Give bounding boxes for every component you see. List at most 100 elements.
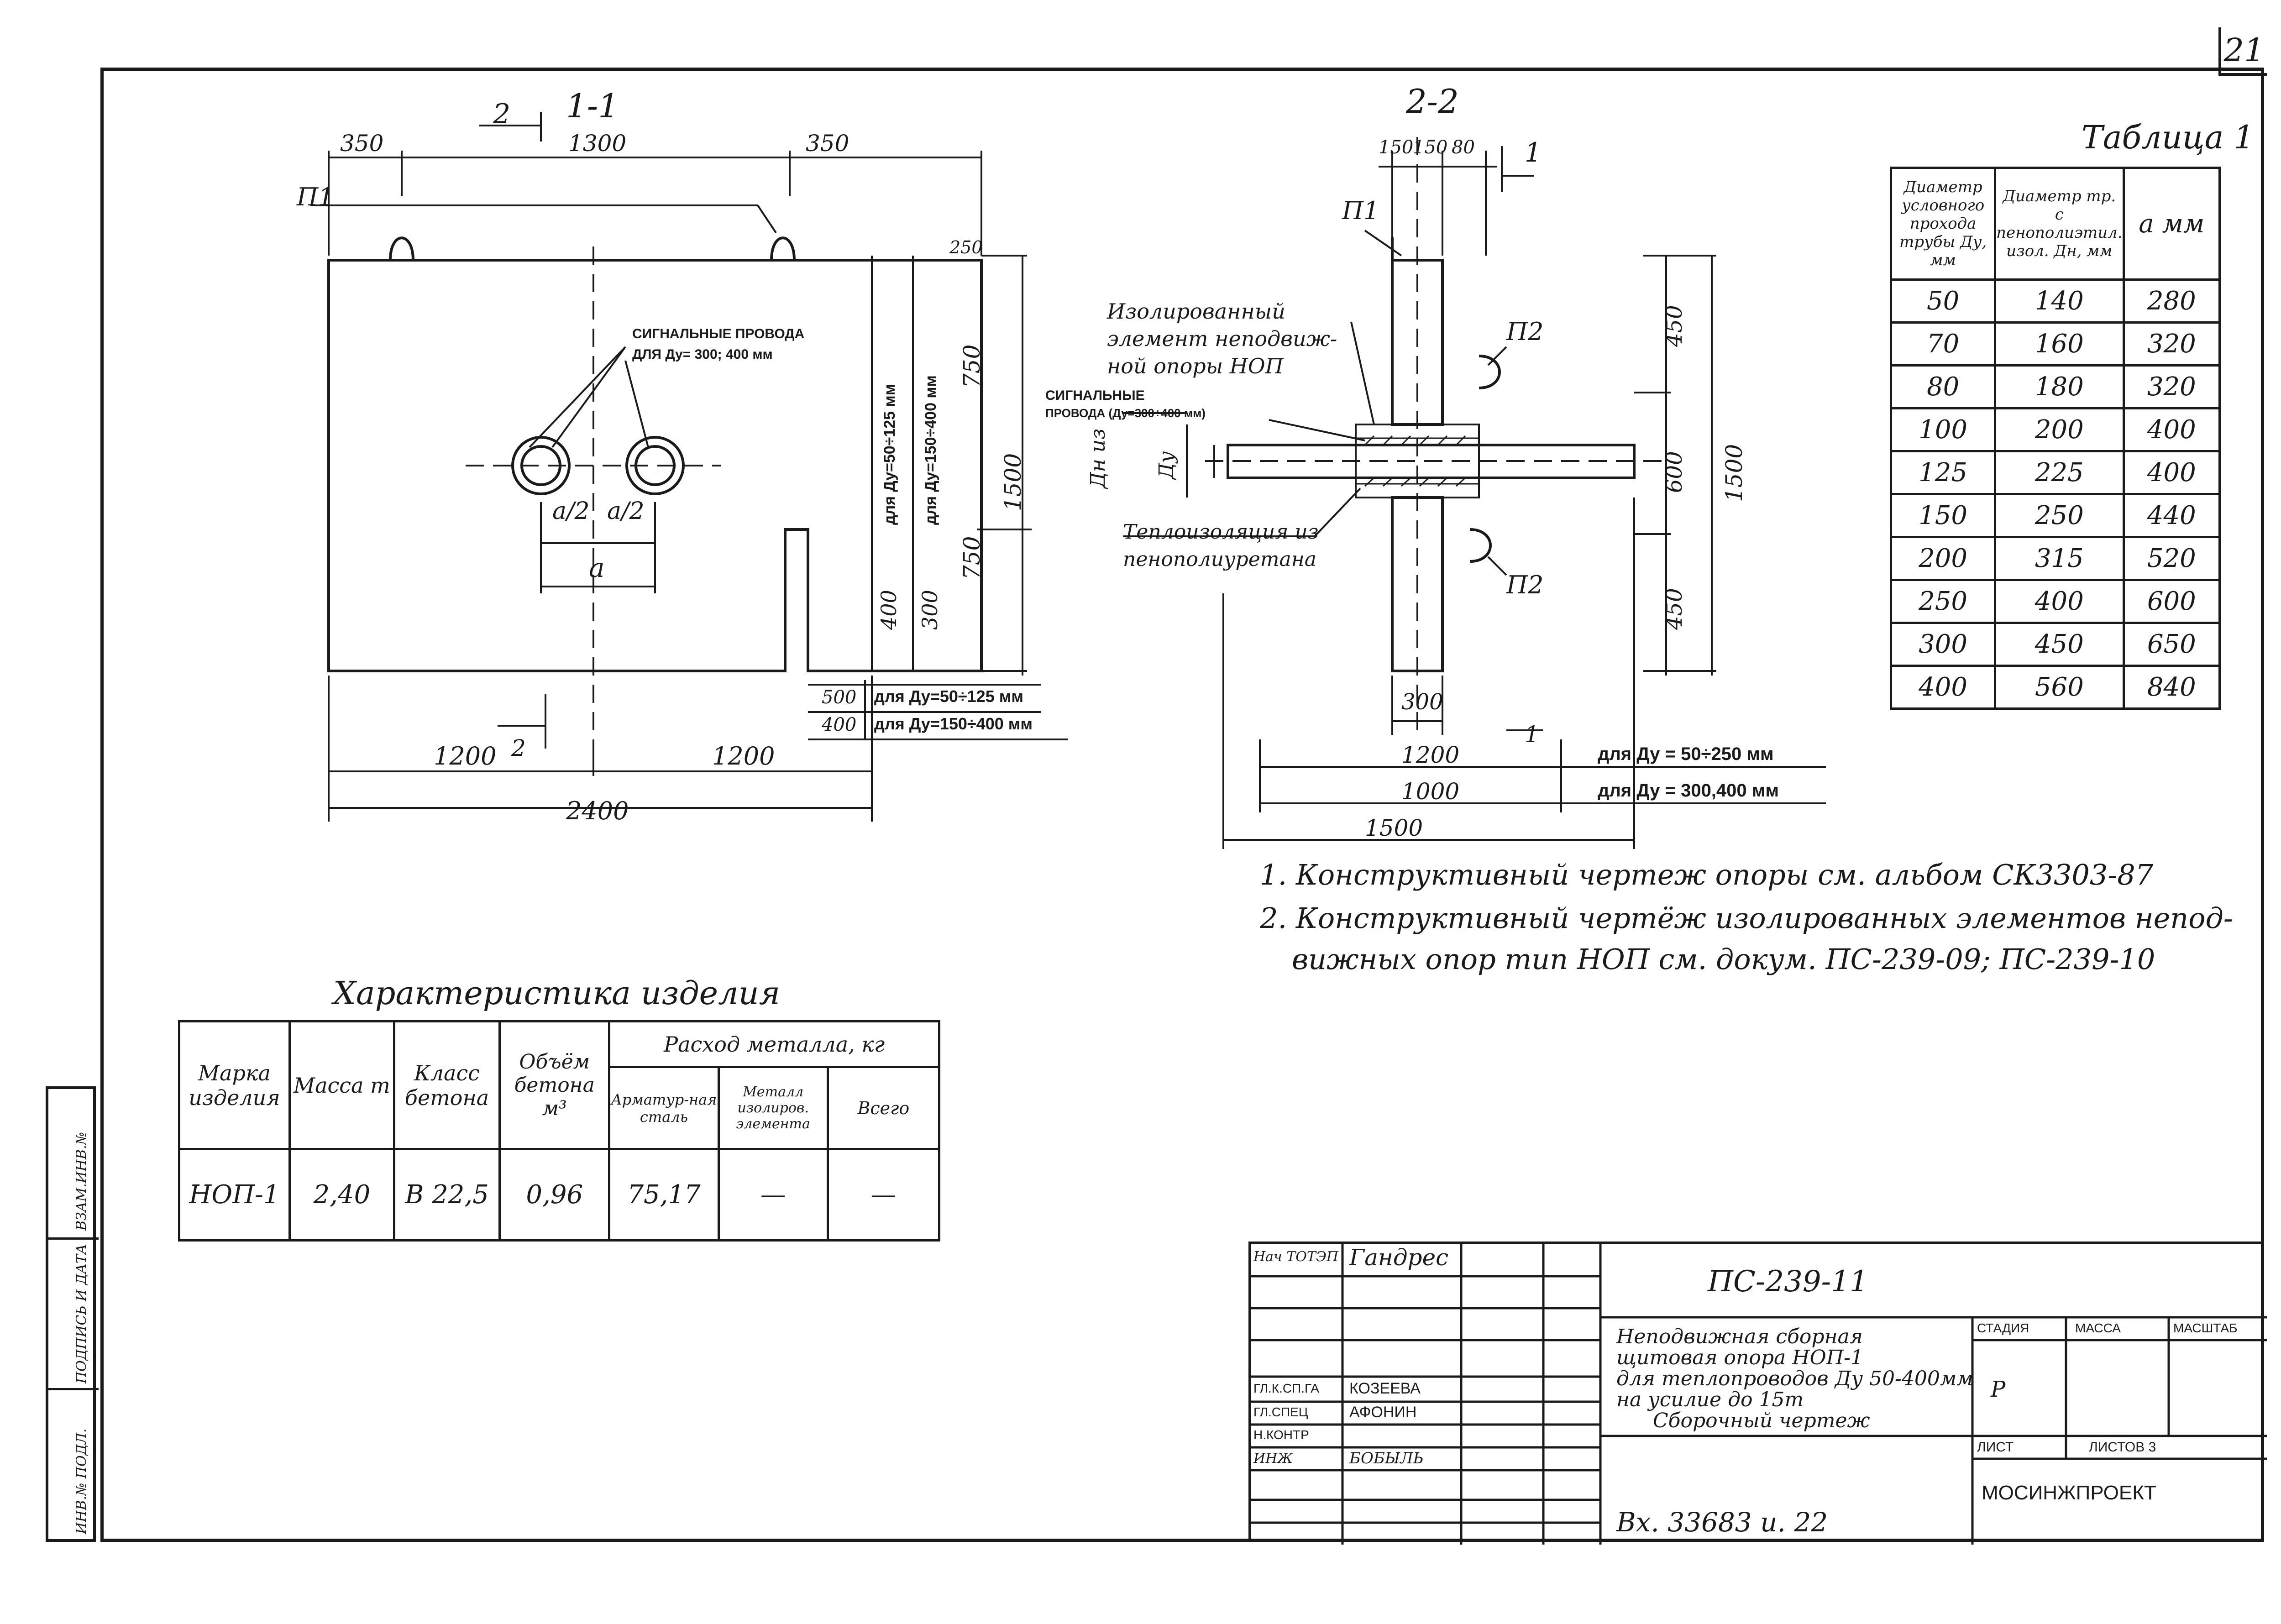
role-5: ИНЖ <box>1253 1451 1293 1467</box>
organization: МОСИНЖПРОЕКТ <box>1982 1482 2156 1504</box>
dim-a-half-left: a/2 <box>552 498 590 525</box>
name-3: АФОНИН <box>1349 1404 1417 1421</box>
sheets-header: ЛИСТОВ 3 <box>2089 1440 2156 1455</box>
role-4: Н.КОНТР <box>1253 1428 1309 1442</box>
v750-bottom: 750 <box>959 536 985 580</box>
insulated-label-3: ной опоры НОП <box>1107 354 1284 378</box>
doc-title-line-1: Неподвижная сборная <box>1616 1325 1863 1348</box>
name-1: Гандрес <box>1349 1244 1449 1271</box>
sheet-number: 21 <box>2218 27 2267 76</box>
insulated-label-2: элемент неподвиж- <box>1107 326 1337 351</box>
doc-title-line-2: щитовая опора НОП-1 <box>1616 1346 1863 1369</box>
table1: Диаметр условного прохода трубы Ду, мм Д… <box>1889 167 2221 710</box>
dim-1500-2-2: 1500 <box>1365 815 1423 841</box>
side-cell-2: ПОДПИСЬ И ДАТА <box>48 1240 99 1390</box>
loop-p2-bottom <box>1469 528 1492 563</box>
foam-label-2: пенополиуретана <box>1123 548 1316 571</box>
insulated-label-1: Изолированный <box>1107 299 1285 324</box>
note-3: вижных опор тип НОП см. докум. ПС-239-09… <box>1292 943 2155 976</box>
loop-p2-top-label: П2 <box>1506 317 1544 346</box>
char-header-mark: Марка изделия <box>178 1020 291 1150</box>
char-header-volume: Объём бетона м³ <box>498 1020 611 1150</box>
lifting-loop-right <box>770 236 796 261</box>
dim-a: a <box>589 552 605 583</box>
drawing-frame <box>100 68 2264 1542</box>
insulation-hatch <box>1364 435 1466 487</box>
dim-1200-2-2: 1200 <box>1401 742 1460 768</box>
note-2: 2. Конструктивный чертёж изолированных э… <box>1260 901 2233 935</box>
name-5: БОБЫЛЬ <box>1349 1449 1424 1467</box>
doc-title-line-4: на усилие до 15т <box>1616 1388 1804 1411</box>
wires-label-2: ДЛЯ Ду= 300; 400 мм <box>632 347 773 362</box>
dim-1000: 1000 <box>1401 778 1460 805</box>
section-2-2-title: 2-2 <box>1406 82 1459 120</box>
side-cell-3: ВЗАМ.ИНВ.№ <box>48 1089 99 1240</box>
vert-dim-2: для Ду=150÷400 мм <box>922 375 939 525</box>
char-header-total: Всего <box>826 1066 941 1150</box>
bottom-cut-mark-2-2: 1 <box>1525 721 1539 748</box>
mass-header: МАССА <box>2075 1321 2121 1335</box>
section-1-1-cut-mark: 2 <box>493 98 511 130</box>
dim-150-a: 150 <box>1379 137 1414 158</box>
dy-label: Ду <box>1155 451 1178 479</box>
vert-dim-1: для Ду=50÷125 мм <box>881 384 898 525</box>
row-500-text: для Ду=50÷125 мм <box>874 687 1023 706</box>
wires-2-2-label-1: СИГНАЛЬНЫЕ <box>1045 388 1145 403</box>
char-header-metal: Расход металла, кг <box>608 1020 940 1068</box>
title-block: Нач ТОТЭП Гандрес ГЛ.К.СП.ГА КОЗЕЕВА ГЛ.… <box>1248 1242 2267 1545</box>
dim-a-half-right: a/2 <box>607 498 645 525</box>
pipe-left-inner <box>520 445 561 486</box>
section-1-1-title: 1-1 <box>566 87 619 125</box>
doc-code: ПС-239-11 <box>1708 1265 1868 1299</box>
v750-top: 750 <box>959 344 985 388</box>
dim-250: 250 <box>949 237 983 257</box>
v450-top: 450 <box>1662 305 1687 347</box>
role-3: ГЛ.СПЕЦ <box>1253 1405 1308 1419</box>
char-header-mass: Масса т <box>288 1020 395 1150</box>
row-400-text: для Ду=150÷400 мм <box>874 714 1033 733</box>
table1-title: Таблица 1 <box>2082 119 2255 156</box>
dim-150-b: 150 <box>1413 137 1448 158</box>
row-400: 400 <box>822 714 857 735</box>
table-row: НОП-1 2,40 В 22,5 0,96 75,17 — — <box>178 1148 941 1242</box>
sheet-header: ЛИСТ <box>1977 1440 2014 1455</box>
loop-p2-bottom-label: П2 <box>1506 571 1544 599</box>
dim-80: 80 <box>1452 137 1475 158</box>
v1500: 1500 <box>1000 453 1026 511</box>
row-500: 500 <box>822 687 857 708</box>
v600: 600 <box>1662 451 1687 493</box>
loop-label-p1: П1 <box>297 183 334 211</box>
doc-title-line-3: для теплопроводов Ду 50-400мм <box>1616 1367 1973 1390</box>
bottom-dim-1200-right: 1200 <box>712 742 775 770</box>
bottom-cut-mark: 2 <box>511 735 526 761</box>
pipe-right-inner <box>634 445 676 486</box>
dim-300: 300 <box>1401 689 1443 715</box>
pipe-left-outer <box>511 436 571 495</box>
v300: 300 <box>918 590 942 630</box>
doc-title: Неподвижная сборная щитовая опора НОП-1 … <box>1616 1326 1973 1431</box>
loop-p2-top <box>1479 355 1501 389</box>
table1-header-a: а мм <box>2122 167 2221 281</box>
characteristics-title: Характеристика изделия <box>333 974 781 1012</box>
dim-1200-text: для Ду = 50÷250 мм <box>1598 744 1774 764</box>
title-block-grid <box>1251 1244 2267 1545</box>
name-2: КОЗЕЕВА <box>1349 1380 1421 1397</box>
section-2-2-cut-mark: 1 <box>1525 137 1542 168</box>
wires-2-2-label-2: ПРОВОДА (Ду=300÷400 мм) <box>1045 406 1206 420</box>
char-header-rebar: Арматур-ная сталь <box>608 1066 720 1150</box>
dim-1000-text: для Ду = 300,400 мм <box>1598 781 1779 801</box>
wires-label-1: СИГНАЛЬНЫЕ ПРОВОДА <box>632 326 805 341</box>
bottom-dim-2400: 2400 <box>566 796 629 825</box>
stage-value: Р <box>1991 1377 2006 1402</box>
